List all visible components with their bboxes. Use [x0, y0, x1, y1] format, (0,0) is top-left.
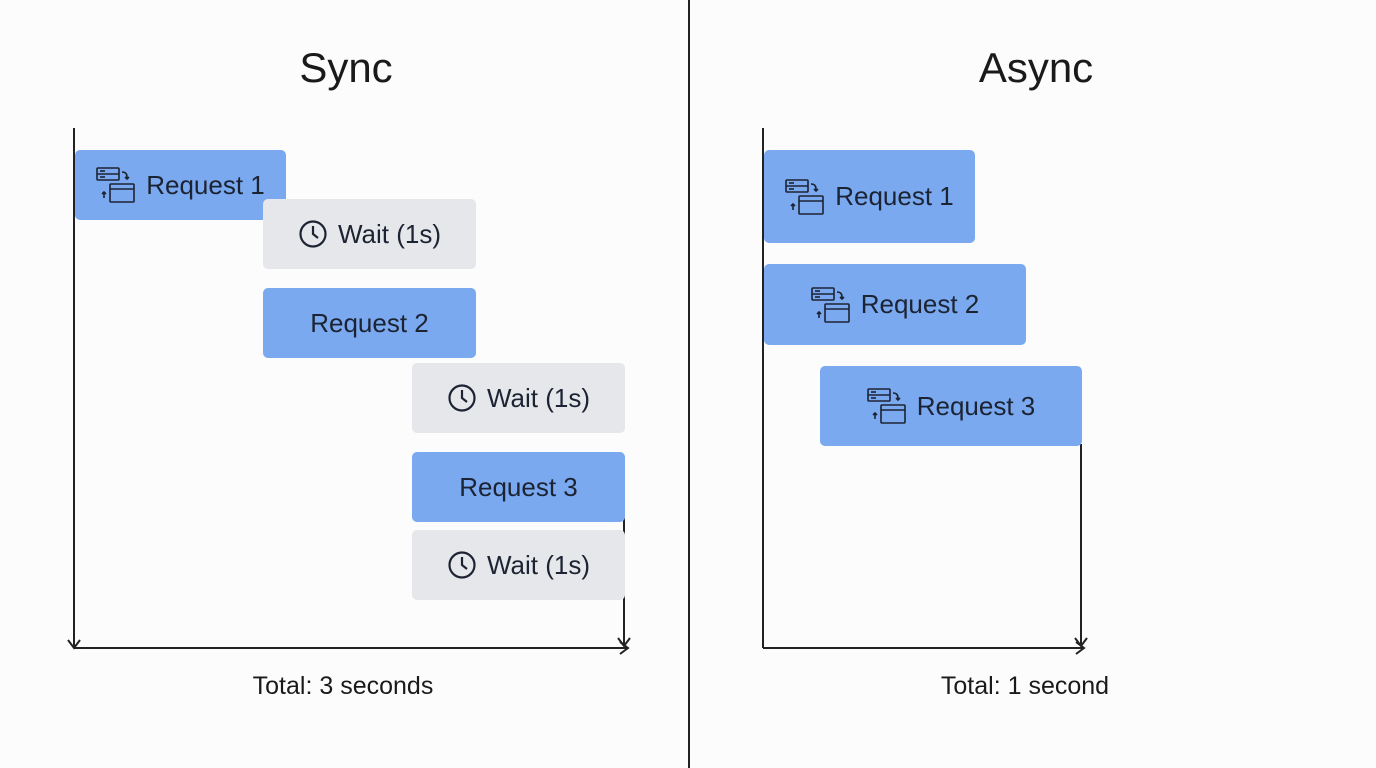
sync-wait-2-label: Wait (1s): [486, 382, 591, 413]
sync-wait-3-label: Wait (1s): [486, 549, 591, 580]
sync-request-2: Request 2: [263, 288, 476, 358]
sync-end-marker-arrow: [617, 637, 631, 648]
sync-request-2-label: Request 2: [310, 307, 429, 338]
clock-icon: [298, 219, 328, 249]
request-icon: [785, 178, 825, 216]
async-panel: Async Request 1: [690, 0, 1376, 768]
sync-wait-3: Wait (1s): [412, 530, 625, 600]
sync-wait-1-label: Wait (1s): [337, 218, 442, 249]
request-icon: [810, 286, 851, 324]
async-timeline-axes: [762, 128, 1088, 655]
async-title: Async: [978, 44, 1094, 91]
sync-request-3: Request 3: [412, 452, 625, 522]
async-total: Total: 1 second: [940, 672, 1110, 700]
sync-total: Total: 3 seconds: [252, 672, 434, 700]
sync-request-1: Request 1: [75, 150, 286, 220]
sync-panel: Sync Request 1: [67, 44, 631, 700]
async-request-1: Request 1: [764, 150, 975, 243]
sync-request-1-label: Request 1: [146, 169, 265, 200]
request-icon: [96, 166, 136, 204]
clock-icon: [447, 550, 477, 580]
async-request-3-label: Request 3: [916, 390, 1036, 421]
clock-icon: [447, 383, 477, 413]
async-request-3: Request 3: [820, 366, 1082, 446]
async-request-2: Request 2: [764, 264, 1026, 345]
sync-wait-1: Wait (1s): [263, 199, 476, 269]
request-icon: [866, 387, 907, 425]
sync-title: Sync: [299, 44, 393, 91]
async-request-1-label: Request 1: [835, 181, 954, 211]
sync-wait-2: Wait (1s): [412, 363, 625, 433]
async-request-2-label: Request 2: [860, 289, 980, 319]
panel-divider: [688, 0, 690, 768]
sync-request-3-label: Request 3: [459, 471, 578, 502]
async-end-marker-arrow: [1074, 637, 1088, 648]
